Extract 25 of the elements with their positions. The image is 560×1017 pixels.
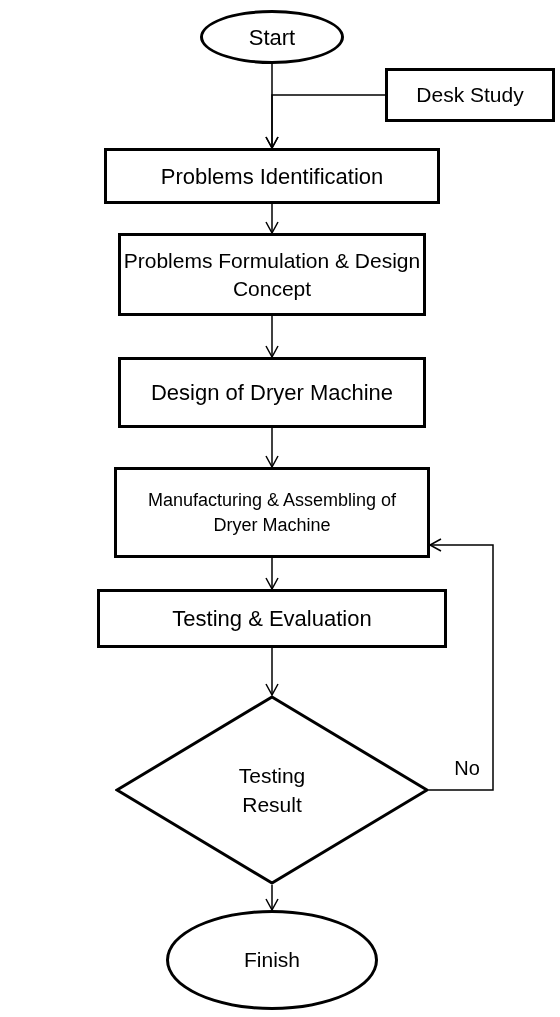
- edge-label: No: [454, 758, 480, 778]
- node-label: Problems Formulation & Design Concept: [122, 248, 422, 302]
- arrow: [265, 427, 279, 468]
- arrow: [265, 94, 386, 149]
- arrow: [265, 557, 279, 590]
- node-label: Testing Result: [237, 762, 307, 818]
- node-label: Design of Dryer Machine: [150, 379, 394, 407]
- arrow: [265, 203, 279, 234]
- node-label: Desk Study: [416, 82, 524, 109]
- process-box: [114, 467, 430, 558]
- process-box: [385, 68, 555, 122]
- node-label: Manufacturing & Assembling of Dryer Machine: [146, 489, 398, 537]
- process-box: [104, 148, 440, 204]
- node-label: Finish: [244, 947, 300, 974]
- arrow: [265, 884, 279, 911]
- node-label: Start: [248, 23, 296, 52]
- node-label: Problems Identification: [160, 162, 384, 191]
- node-label: Testing & Evaluation: [172, 605, 372, 633]
- arrow: [428, 538, 494, 791]
- process-box: [118, 233, 426, 316]
- process-box: [118, 357, 426, 428]
- process-box: [97, 589, 447, 648]
- arrow: [265, 315, 279, 358]
- arrow: [265, 647, 279, 696]
- decision-diamond: [115, 695, 429, 885]
